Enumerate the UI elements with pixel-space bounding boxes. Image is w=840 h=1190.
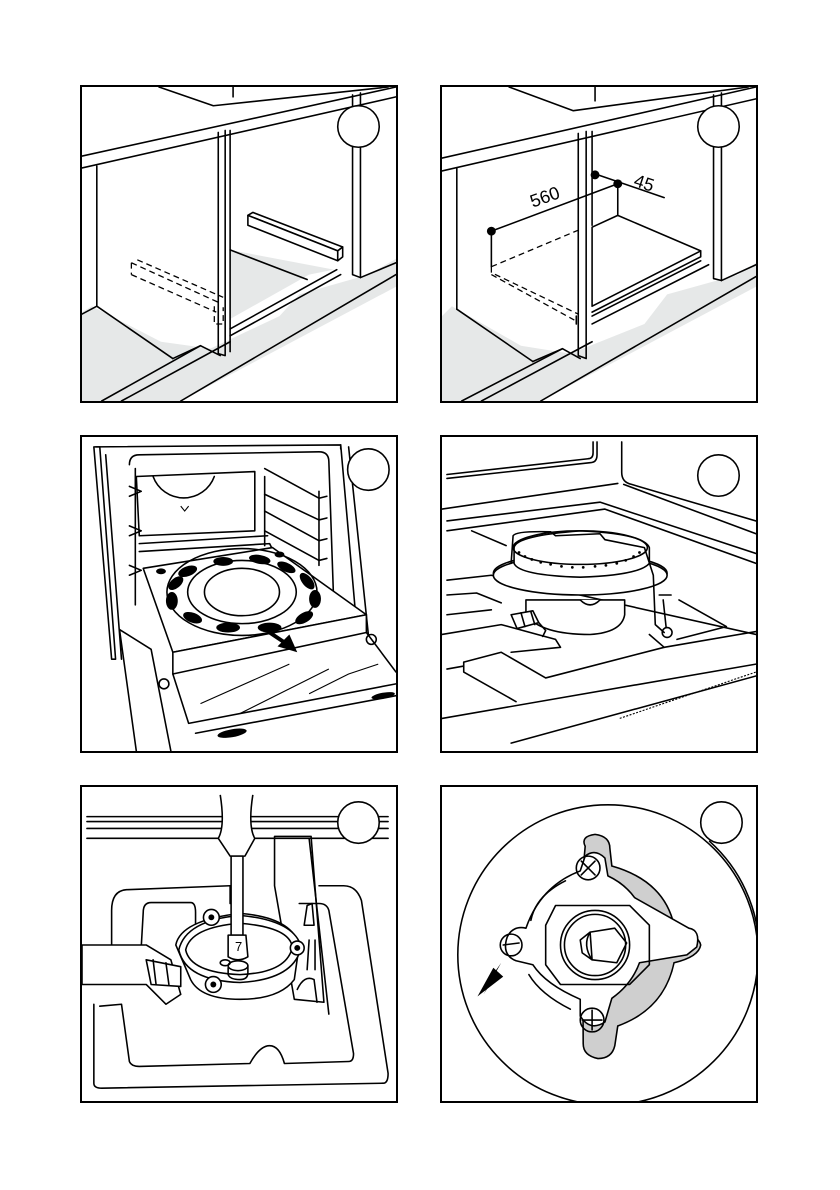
gas-tap-bypass-illustration — [457, 801, 756, 1101]
figure-panel-6 — [440, 785, 758, 1103]
figure-panel-2: 560 45 — [440, 85, 758, 403]
figure-panel-1 — [80, 85, 398, 403]
nozzle-removal-illustration — [82, 794, 389, 1089]
figure-number-circle — [336, 104, 381, 149]
figure-number-circle — [699, 801, 743, 845]
figure-panel-5: 7 — [80, 785, 398, 1103]
figure-number-circle — [346, 448, 390, 492]
cabinet-dimensions-illustration — [442, 87, 756, 401]
oven-base-plate-illustration — [93, 444, 396, 751]
figure-number-circle — [336, 801, 381, 845]
figure-panel-4 — [440, 435, 758, 753]
figure-panel-3 — [80, 435, 398, 753]
cabinet-battens-illustration — [82, 87, 396, 401]
figure-number-circle — [696, 104, 741, 149]
figure-number-circle — [696, 453, 741, 498]
oven-burner-illustration — [442, 441, 756, 744]
wrench-size-label: 7 — [235, 939, 243, 954]
